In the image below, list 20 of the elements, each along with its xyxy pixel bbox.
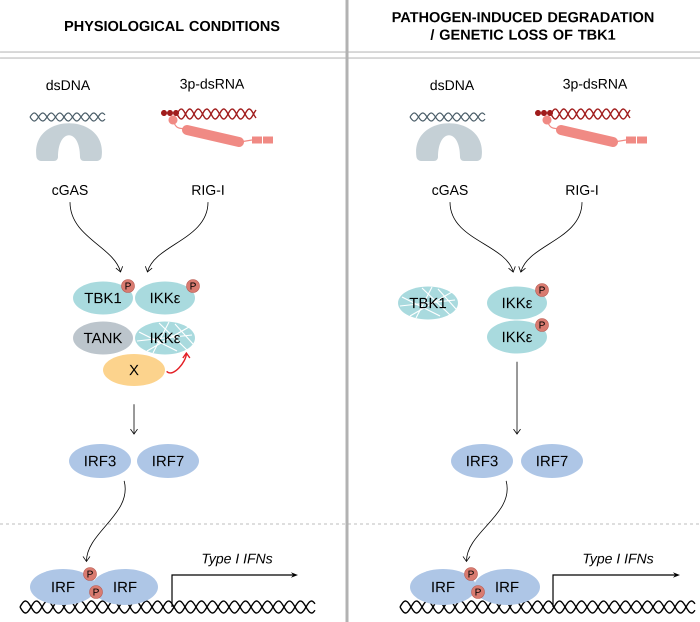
arrow	[144, 202, 208, 273]
arrow	[462, 480, 508, 562]
protein-label: RIG-I	[192, 185, 224, 195]
molecule-label: dsDNA	[46, 80, 90, 90]
molecule-label: dsDNA	[430, 80, 474, 90]
molecule-label: 3p-dsRNA	[563, 78, 628, 92]
protein-label: RIG-I	[566, 185, 598, 195]
arrow	[70, 202, 124, 273]
molecule-label: 3p-dsRNA	[180, 78, 244, 92]
arrow	[518, 202, 582, 273]
protein-label: cGAS	[432, 185, 468, 195]
protein-label: cGAS	[52, 185, 88, 195]
gene-label: Type I IFNs	[584, 554, 654, 566]
arrow	[130, 404, 138, 435]
panel-heading: PHYSIOLOGICAL CONDITIONS	[65, 20, 280, 32]
panel-heading: PATHOGEN-INDUCED DEGRADATION / GENETIC LOSS OF TBK1	[392, 12, 654, 40]
arrow	[513, 361, 521, 435]
arrow	[450, 202, 516, 273]
gene-label: Type I IFNs	[202, 554, 272, 566]
arrow	[82, 480, 126, 562]
